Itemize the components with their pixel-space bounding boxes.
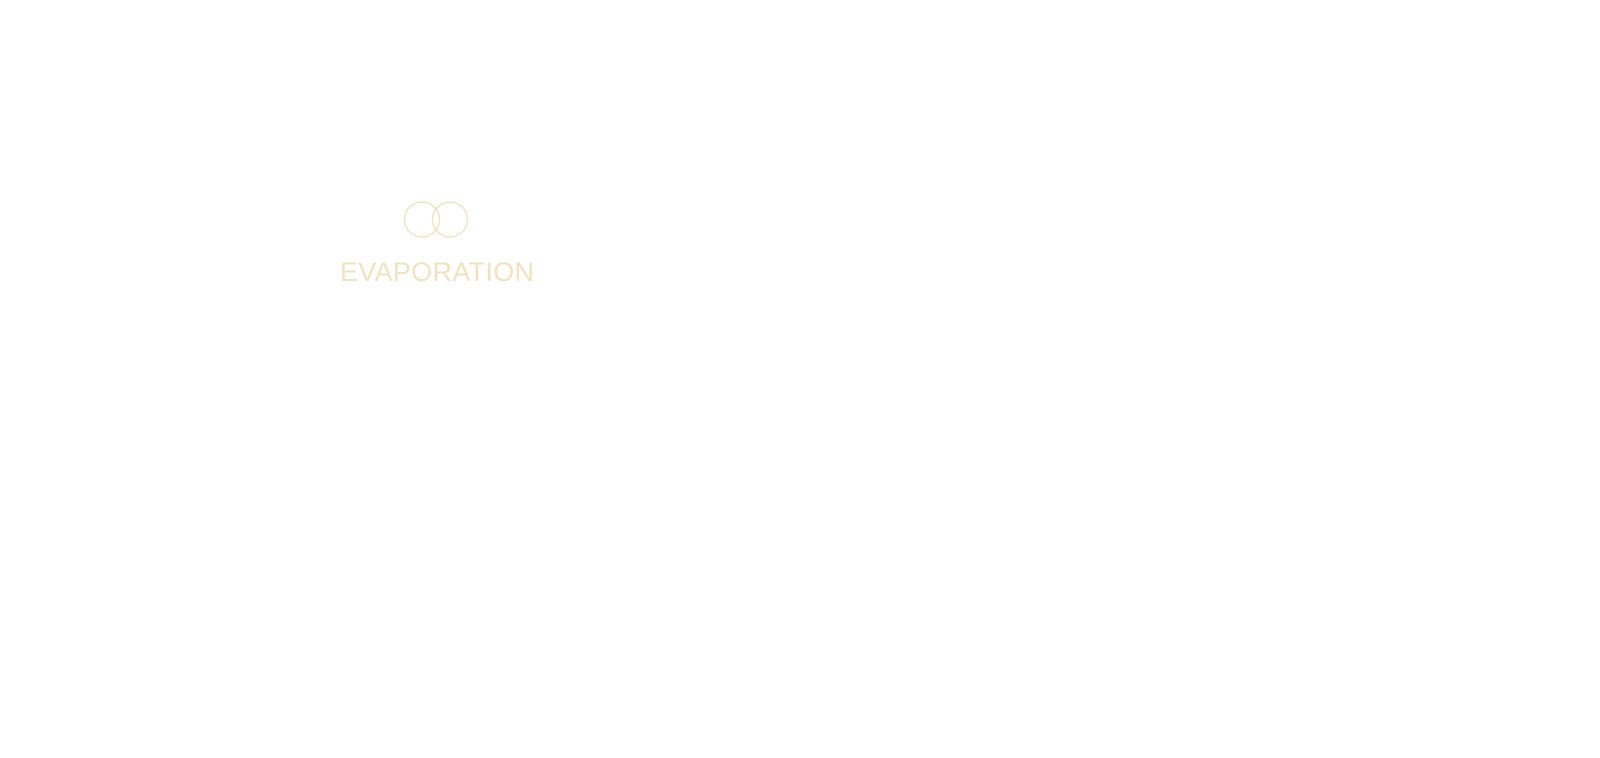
brand-logo: EVAPORATION (340, 200, 535, 287)
two-interlocking-circles-icon (403, 201, 469, 238)
brand-name: EVAPORATION (340, 257, 535, 287)
